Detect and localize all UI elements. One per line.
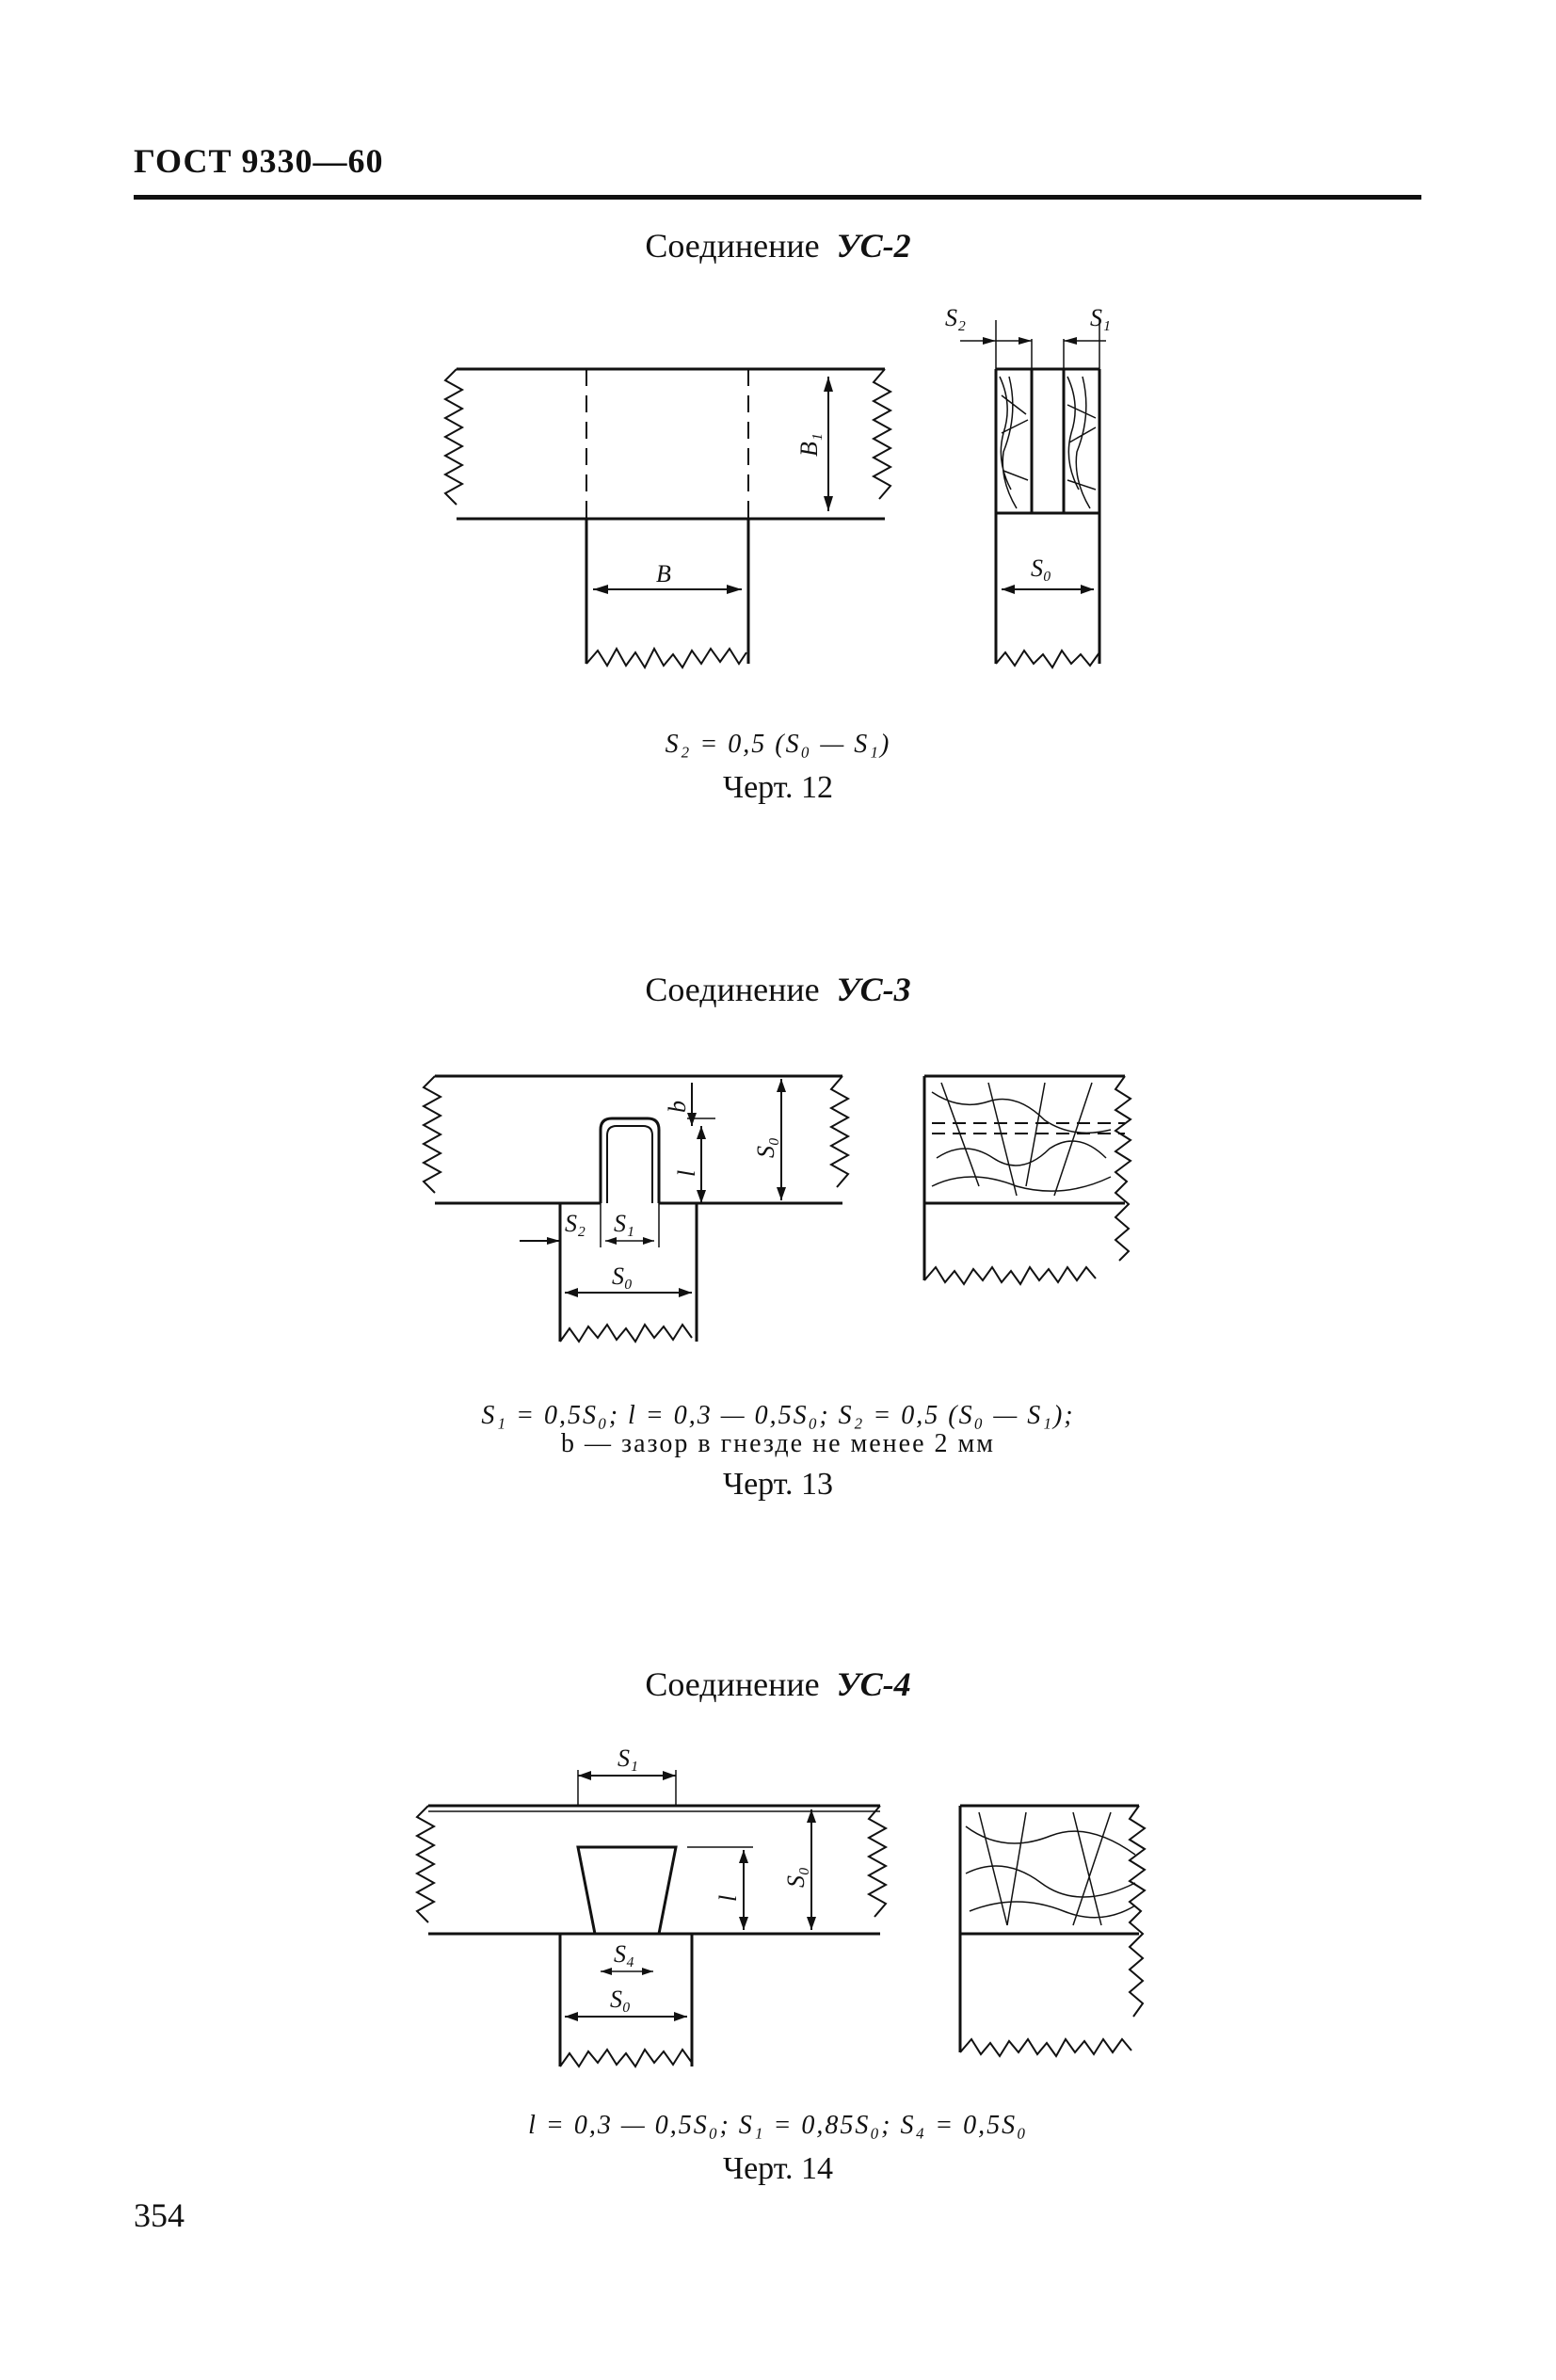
dim-label-b1: B₁ [795,433,823,457]
dim-label-l: l [673,1170,700,1177]
dim-label-s1: S₁ [614,1210,634,1237]
formula-13-line1: S₁ = 0,5S₀; l = 0,3 — 0,5S₀; S₂ = 0,5 (S… [481,1401,1075,1430]
dim-label-s2: S₂ [945,304,966,331]
section-title-word: Соединение [645,971,820,1008]
caption-12: Черт. 12 [722,770,834,805]
formula-14: l = 0,3 — 0,5S₀; S₁ = 0,85S₀; S₄ = 0,5S₀ [528,2111,1028,2140]
dim-label-b: B [656,560,671,587]
dim-label-s0: S₀ [1031,555,1051,582]
drawing-13-side-view [922,1074,1132,1286]
drawing-14-front-view [414,1770,889,2068]
caption-14: Черт. 14 [722,2151,834,2186]
section-title-word: Соединение [645,1665,820,1703]
section-code: УС-3 [836,971,911,1008]
dim-label-l: l [714,1895,742,1902]
dim-label-s0: S₀ [752,1137,779,1158]
formula-13-line2: b — зазор в гнезде не менее 2 мм [561,1429,995,1458]
section-code: УС-4 [836,1665,911,1703]
drawing-14-side-view [958,1804,1147,2058]
section-title-us2: Соединение УС-2 [0,226,1556,265]
drawing-13-front-view [421,1074,851,1343]
section-title-word: Соединение [645,227,820,265]
section-title-us4: Соединение УС-4 [0,1664,1556,1704]
dim-label-b: b [664,1101,691,1113]
page-number: 354 [134,2196,184,2234]
dim-label-s0-bottom: S₀ [610,1986,631,2013]
dim-label-s0-bottom: S₀ [612,1262,633,1290]
dim-label-s1: S₁ [618,1745,638,1772]
section-title-us3: Соединение УС-3 [0,970,1556,1009]
formula-12: S₂ = 0,5 (S₀ — S₁) [665,730,891,759]
caption-13: Черт. 13 [722,1467,834,1502]
document-header: ГОСТ 9330—60 [134,142,384,180]
drawing-12-front-view [442,367,893,670]
dim-label-s0: S₀ [782,1867,810,1888]
dim-label-s4: S₄ [614,1940,634,1968]
dim-label-s1: S₁ [1090,304,1111,331]
drawing-12-side-view [960,320,1106,669]
dim-label-s2: S₂ [565,1210,586,1237]
section-code: УС-2 [836,227,911,265]
header-rule [134,195,1421,200]
